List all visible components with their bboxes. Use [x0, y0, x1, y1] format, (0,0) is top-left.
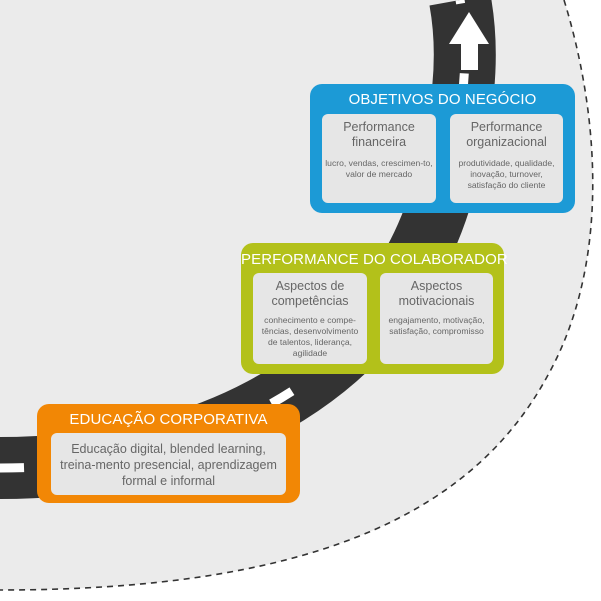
up-arrow-icon	[449, 12, 489, 70]
performance-financeira-text: lucro, vendas, crescimen-to, valor de me…	[325, 158, 433, 179]
educacao-corporativa-card: EDUCAÇÃO CORPORATIVA Educação digital, b…	[37, 404, 300, 503]
aspectos-motivacionais-box: Aspectos motivacionais engajamento, moti…	[380, 273, 493, 364]
aspectos-competencias-box: Aspectos de competências conhecimento e …	[253, 273, 367, 364]
educacao-corporativa-box: Educação digital, blended learning, trei…	[51, 433, 286, 495]
objetivos-negocio-title: OBJETIVOS DO NEGÓCIO	[348, 91, 537, 108]
objetivos-negocio-card: OBJETIVOS DO NEGÓCIO Performance finance…	[310, 84, 575, 213]
performance-colaborador-card: PERFORMANCE DO COLABORADOR Aspectos de c…	[241, 243, 508, 374]
performance-organizacional-text: produtividade, qualidade, inovação, turn…	[458, 158, 555, 190]
performance-organizacional-title: Performance organizacional	[466, 120, 547, 149]
aspectos-competencias-title: Aspectos de competências	[271, 279, 349, 308]
performance-financeira-box: Performance financeira lucro, vendas, cr…	[322, 114, 436, 203]
dashed-arc	[0, 0, 594, 591]
educacao-corporativa-text: Educação digital, blended learning, trei…	[60, 442, 277, 488]
aspectos-competencias-text: conhecimento e compe-tências, desenvolvi…	[261, 315, 359, 358]
performance-organizacional-box: Performance organizacional produtividade…	[450, 114, 563, 203]
educacao-corporativa-title: EDUCAÇÃO CORPORATIVA	[69, 411, 268, 428]
aspectos-motivacionais-text: engajamento, motivação, satisfação, comp…	[388, 315, 485, 336]
performance-colaborador-title: PERFORMANCE DO COLABORADOR	[241, 251, 508, 268]
aspectos-motivacionais-title: Aspectos motivacionais	[398, 279, 475, 308]
performance-financeira-title: Performance financeira	[343, 120, 415, 149]
